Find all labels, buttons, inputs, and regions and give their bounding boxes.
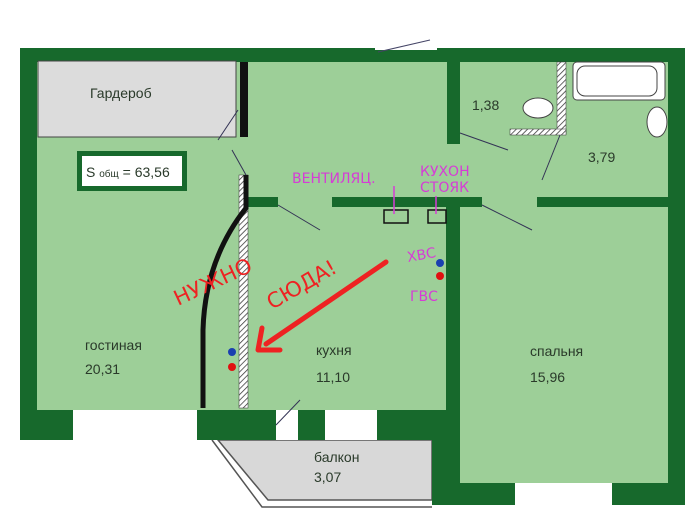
sink — [646, 106, 668, 138]
hot-water-note: ГВС — [410, 289, 438, 305]
kitchen-riser — [427, 209, 447, 224]
balcony-door — [276, 410, 298, 440]
bedroom-label: спальня — [530, 343, 583, 359]
wall-top-gap — [375, 40, 437, 50]
door-swing — [277, 204, 321, 231]
cold-water-pipe — [436, 259, 444, 267]
wall-kitchen-corridor — [332, 197, 482, 207]
balcony-label: балкон — [314, 449, 359, 465]
kitchen-label: кухня — [316, 342, 352, 358]
living-room-label: гостиная — [85, 337, 142, 353]
door-swing — [275, 399, 301, 426]
wall-kitchen-top — [248, 197, 278, 207]
red-arrow-head — [255, 325, 283, 353]
window-living — [73, 410, 197, 440]
kitchen-riser-note-1: КУХОН — [420, 164, 470, 180]
cold-water-pipe-target — [228, 348, 236, 356]
door-swing — [231, 149, 247, 176]
proposed-curved-wall — [200, 175, 249, 408]
wall-toilet-corridor — [447, 62, 460, 144]
bedroom-area: 15,96 — [530, 369, 565, 385]
balcony-area: 3,07 — [314, 469, 341, 485]
kitchen-riser-note-2: СТОЯК — [420, 180, 469, 196]
window-kitchen — [325, 410, 377, 440]
total-area-label: S общ = 63,56 — [86, 164, 170, 180]
door-swing — [541, 134, 561, 181]
bath-hatched-wall-v — [556, 61, 567, 135]
ventilation-note: ВЕНТИЛЯЦ. — [292, 171, 376, 187]
wardrobe-wall — [240, 62, 248, 137]
wall-kitchen-bedroom — [446, 197, 460, 487]
red-arrow — [263, 259, 389, 347]
bath-hatched-wall-h — [509, 128, 567, 136]
hot-water-pipe — [436, 272, 444, 280]
kitchen-area: 11,10 — [316, 369, 350, 385]
living-room-area: 20,31 — [85, 361, 120, 377]
entrance-door — [377, 39, 431, 53]
ventilation-shaft — [383, 209, 409, 224]
window-bedroom — [515, 483, 612, 505]
hot-water-pipe-target — [228, 363, 236, 371]
toilet-area: 1,38 — [472, 97, 499, 113]
cold-water-note: ХВС — [406, 245, 438, 266]
total-area-box-inner — [82, 156, 182, 186]
bathroom-area: 3,79 — [588, 149, 615, 165]
balcony-railing — [211, 439, 432, 508]
door-swing — [459, 132, 509, 151]
door-swing — [217, 109, 239, 141]
wardrobe-label: Гардероб — [90, 85, 152, 101]
wardrobe — [37, 60, 237, 138]
toilet — [522, 97, 554, 119]
bathtub-inner — [576, 65, 658, 97]
door-swing — [481, 204, 533, 231]
wall-bath-bedroom — [537, 197, 668, 207]
